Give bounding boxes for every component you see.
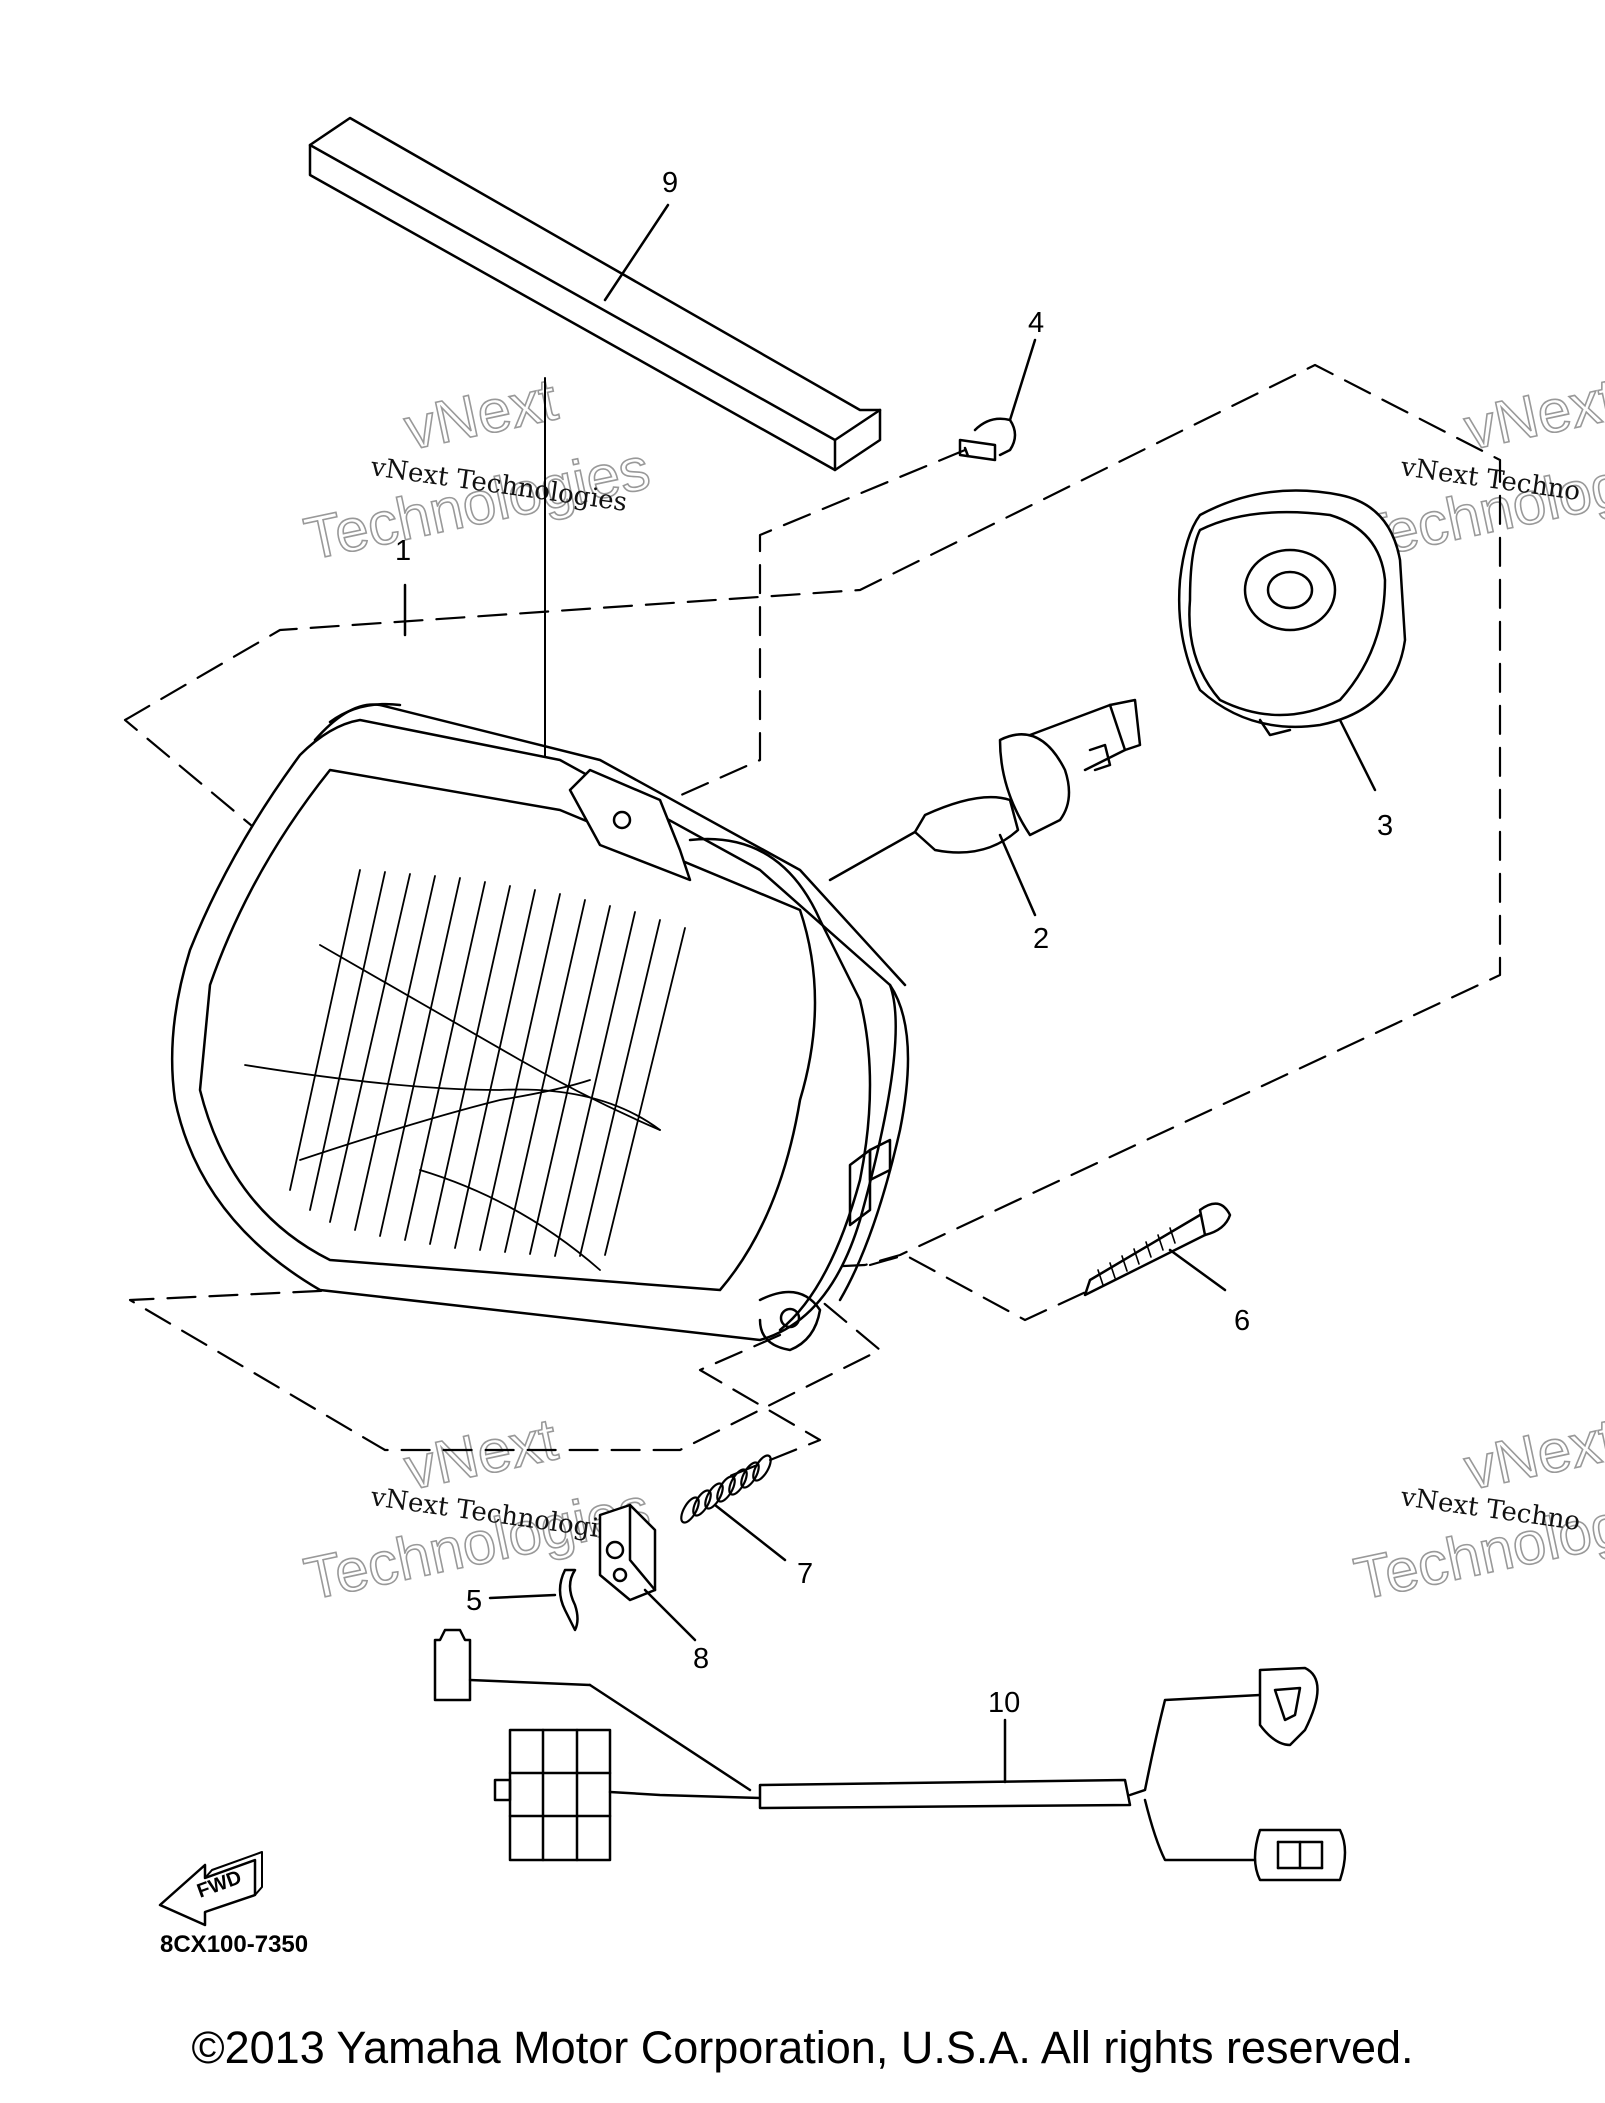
callout-10: 10 (988, 1687, 1020, 1719)
watermark-left-bottom: vNext Technologies vNext Technologies (298, 1404, 656, 1613)
bolt-lead-dashed (868, 1253, 1092, 1322)
copyright-notice: ©2013 Yamaha Motor Corporation, U.S.A. A… (191, 2022, 1414, 2073)
callout-7: 7 (797, 1558, 813, 1590)
assembly-boundary-dashed (123, 363, 1502, 1452)
diagram-part-code: 8CX100-7350 (160, 1931, 308, 1958)
leader-5 (488, 1593, 557, 1600)
callout-9: 9 (662, 167, 678, 199)
leader-7 (713, 1503, 787, 1562)
watermark-big-top: vNext (1459, 365, 1605, 462)
callout-4: 4 (1028, 307, 1044, 339)
leader-6 (1168, 1248, 1227, 1292)
watermark-big-top: vNext (1459, 1405, 1605, 1502)
headlight-assembly (170, 702, 910, 1352)
callout-3: 3 (1377, 810, 1393, 842)
leader-4 (1008, 338, 1037, 422)
callout-8: 8 (693, 1643, 709, 1675)
fwd-arrow-icon (158, 1851, 263, 1927)
adjuster-clip (598, 1503, 657, 1602)
socket-cover (1177, 489, 1407, 737)
bolt (1083, 1202, 1232, 1297)
spring (680, 1454, 772, 1524)
screw (958, 417, 1017, 462)
cotter-pin (558, 1568, 579, 1632)
leader-9 (603, 203, 670, 302)
watermark-right-bottom: vNext Technologies vNext Techno (1348, 1404, 1605, 1613)
bracket-lead-dashed (668, 448, 967, 802)
bulb (828, 698, 1142, 882)
wire-harness (433, 1628, 1347, 1882)
callout-5: 5 (466, 1585, 482, 1617)
leader-2 (998, 833, 1037, 917)
visor-strip (308, 116, 882, 901)
watermark-big-top: vNext (399, 1405, 563, 1502)
watermark-big-top: vNext (399, 365, 563, 462)
callout-6: 6 (1234, 1305, 1250, 1337)
leader-3 (1338, 718, 1377, 792)
callout-2: 2 (1033, 923, 1049, 955)
spring-lead-dashed (698, 1333, 822, 1482)
leader-8 (643, 1588, 697, 1642)
watermark-left-top: vNext Technologies vNext Technologies (298, 364, 656, 573)
callout-1: 1 (395, 535, 411, 567)
